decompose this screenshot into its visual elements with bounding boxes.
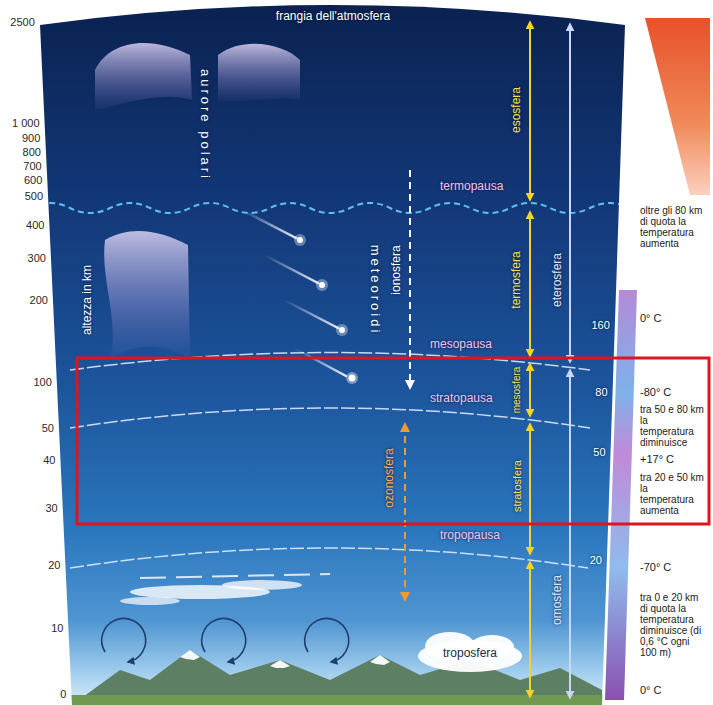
phenomenon-label: aurore polari	[198, 69, 213, 181]
tropopause-line	[70, 548, 588, 568]
phenomenon-label: meteoroidi	[368, 245, 383, 336]
layer-label: mesosfera	[511, 367, 523, 414]
snow-cap	[370, 655, 390, 665]
axis-value: 200	[30, 294, 48, 307]
boundary-label: mesopausa	[430, 338, 492, 352]
region-label: ionosfera	[390, 245, 404, 294]
axis-value: 10	[51, 622, 63, 635]
meteor-trail	[242, 210, 296, 238]
scale-value: 20	[590, 554, 602, 567]
scale-value: 80	[595, 386, 607, 399]
meteor-glow	[336, 324, 348, 336]
layer-label: stratosfera	[511, 460, 524, 512]
temperature-note: tra 50 e 80 km la temperatura diminuisce	[640, 404, 704, 448]
meteor-glow	[294, 234, 306, 246]
aurora	[95, 43, 192, 110]
axis-value: 500	[25, 190, 43, 203]
boundary-label: stratopausa	[430, 392, 493, 406]
axis-value: 700	[23, 160, 41, 173]
convection-arrow	[202, 618, 246, 662]
aurora	[104, 231, 190, 360]
temperature-value: -80° C	[640, 386, 671, 399]
atmosphere-fan	[40, 5, 625, 705]
axis-value: 0	[60, 688, 66, 701]
highlight-frame	[77, 358, 709, 524]
meteor-head	[297, 237, 303, 243]
axis-value: 2500	[10, 16, 34, 29]
convection-arrow	[102, 618, 146, 662]
meteor-glow	[346, 372, 358, 384]
axis-value: 300	[28, 252, 46, 265]
axis-value: 100	[33, 376, 51, 389]
top-label: frangia dell'atmosfera	[276, 10, 390, 24]
temperature-note: oltre gli 80 km di quota la temperatura …	[640, 205, 704, 249]
region-label: ozonosfera	[383, 448, 397, 507]
ionosphere-arrow	[409, 170, 411, 388]
composition-arrow	[569, 370, 571, 698]
layer-arrow	[529, 424, 531, 554]
cloud-streak	[140, 574, 330, 578]
cloud	[222, 580, 302, 590]
temperature-value: -70° C	[640, 561, 671, 574]
scale-value: 50	[593, 446, 605, 459]
layer-arrow	[529, 22, 531, 200]
layer-label: termosfera	[510, 251, 524, 308]
meteor-head	[349, 375, 356, 382]
layer-arrow	[529, 364, 531, 416]
axis-value: 20	[48, 559, 60, 572]
temperature-note: tra 0 e 20 km di quota la temperatura di…	[640, 592, 704, 658]
fan-content	[30, 43, 670, 705]
temperature-wedge	[645, 18, 710, 195]
axis-value: 30	[45, 502, 57, 515]
axis-value: 40	[43, 454, 55, 467]
cloud	[120, 597, 180, 605]
boundary-label: termopausa	[440, 180, 503, 194]
meteor-glow	[316, 279, 328, 291]
layer-label: troposfera	[443, 647, 497, 661]
axis-value: 1 000	[12, 117, 40, 130]
aurora	[218, 44, 300, 102]
axis-value: 400	[26, 219, 44, 232]
temperature-value: 0° C	[640, 684, 662, 697]
layer-arrow	[529, 212, 531, 356]
scale-value: 160	[591, 319, 609, 332]
meteor-head	[319, 282, 325, 288]
meteor-head	[339, 327, 345, 333]
snow-cap	[270, 660, 290, 668]
ground	[60, 695, 620, 705]
axis-value: 600	[24, 174, 42, 187]
layer-label: omosfera	[551, 575, 565, 625]
thermopause-line	[30, 203, 670, 213]
axis-title: altezza in km	[81, 265, 95, 335]
ozonosphere-arrow	[404, 424, 406, 600]
temperature-value: +17° C	[640, 453, 674, 466]
meteor-trail	[284, 300, 338, 328]
boundary-label: tropopausa	[440, 529, 500, 543]
temperature-note: tra 20 e 50 km la temperatura aumenta	[640, 472, 704, 516]
composition-arrow	[569, 24, 571, 362]
temperature-value: 0° C	[640, 312, 662, 325]
axis-value: 800	[23, 146, 41, 159]
axis-value: 900	[22, 132, 40, 145]
layer-label: eterosfera	[551, 253, 565, 307]
layer-label: esosfera	[510, 87, 524, 133]
layer-arrow	[529, 562, 531, 697]
axis-value: 50	[42, 422, 54, 435]
meteor-trail	[264, 255, 318, 283]
convection-arrow	[305, 618, 349, 662]
snow-cap	[180, 650, 200, 660]
